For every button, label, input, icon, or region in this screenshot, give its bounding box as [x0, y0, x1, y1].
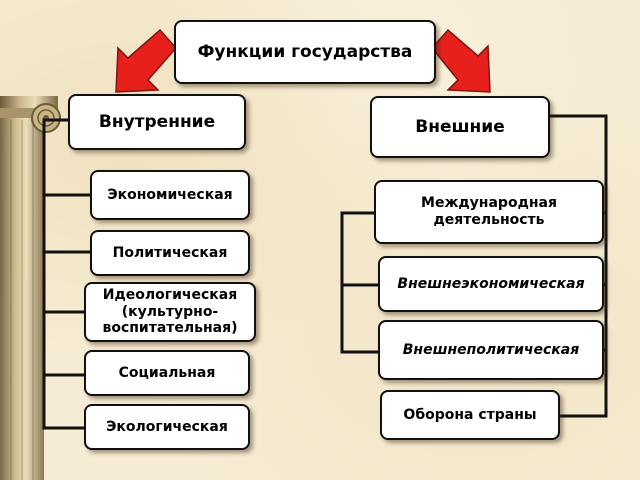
internal-item-label: Социальная [118, 364, 216, 381]
internal-item-label: Политическая [112, 244, 228, 261]
internal-label: Внутренние [98, 111, 216, 132]
internal-item-ecological: Экологическая [84, 404, 250, 450]
external-inner-connector [340, 211, 380, 354]
internal-item-label: Идеологическая (культурно-воспитательная… [102, 286, 238, 337]
title-label: Функции государства [197, 41, 413, 62]
arrow-left-icon [115, 28, 177, 93]
external-item-label: Международная деятельность [421, 195, 557, 228]
external-item-defense: Оборона страны [380, 390, 560, 440]
external-item-international: Международная деятельность [374, 180, 604, 244]
external-item-label: Оборона страны [403, 406, 537, 423]
external-label: Внешние [415, 116, 505, 137]
internal-item-label: Экономическая [107, 186, 233, 203]
internal-connector [42, 118, 92, 430]
external-item-label: Внешнеэкономическая [397, 275, 585, 292]
title-box: Функции государства [174, 20, 436, 84]
external-connector [550, 114, 608, 418]
internal-item-label: Экологическая [106, 418, 228, 435]
external-item-label: Внешнеполитическая [402, 341, 580, 358]
internal-box: Внутренние [68, 94, 246, 150]
arrow-right-icon [431, 28, 491, 93]
internal-item-political: Политическая [90, 230, 250, 276]
external-item-political: Внешнеполитическая [378, 320, 604, 380]
internal-item-social: Социальная [84, 350, 250, 396]
external-box: Внешние [370, 96, 550, 158]
column-decoration-icon [0, 96, 61, 480]
internal-item-economic: Экономическая [90, 170, 250, 220]
internal-item-ideological: Идеологическая (культурно-воспитательная… [84, 282, 256, 342]
external-item-economic: Внешнеэкономическая [378, 256, 604, 312]
